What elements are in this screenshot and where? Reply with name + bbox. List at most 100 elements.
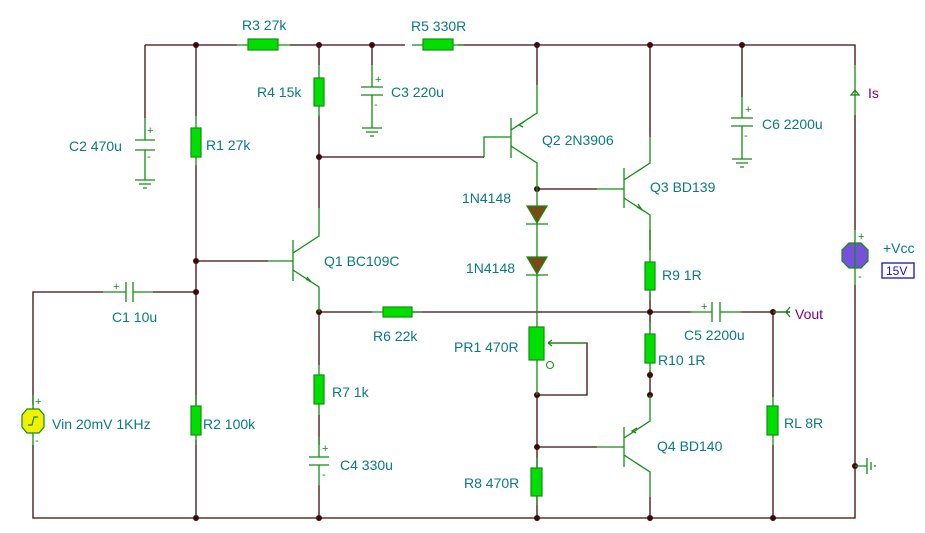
transistor-q3[interactable]: Q3 BD139	[597, 137, 716, 250]
capacitor-c2[interactable]: + - C2 470u	[69, 118, 155, 189]
potentiometer-body	[528, 326, 545, 361]
plus-sign: +	[35, 396, 41, 408]
vin-label: Vin 20mV 1KHz	[52, 416, 151, 432]
junction-dot	[193, 42, 199, 48]
pr1-label: PR1 470R	[454, 339, 519, 355]
resistor-body	[644, 333, 656, 364]
resistor-body	[422, 38, 454, 51]
resistor-body	[382, 306, 413, 318]
plus-sign: +	[322, 443, 328, 455]
resistor-r6[interactable]: R6 22k	[372, 306, 422, 344]
capacitor-c5[interactable]: + C5 2200u	[684, 301, 745, 343]
q1-label: Q1 BC109C	[324, 253, 399, 269]
capacitor-c1[interactable]: + C1 10u	[103, 281, 157, 325]
top-rail-wire	[145, 44, 856, 65]
resistor-r1[interactable]: R1 27k	[190, 116, 251, 166]
current-probe-is[interactable]: Is	[849, 65, 879, 115]
wires	[32, 44, 856, 519]
resistor-body	[530, 467, 543, 497]
vcc-label: +Vcc	[883, 240, 915, 256]
resistor-r7[interactable]: R7 1k	[313, 365, 370, 415]
junction-dot	[316, 154, 322, 160]
vcc-value-box[interactable]	[881, 262, 915, 279]
transistor-q1[interactable]: Q1 BC109C	[268, 208, 399, 312]
minus-sign: -	[322, 469, 326, 481]
r3-label: R3 27k	[242, 17, 287, 33]
resistor-r10[interactable]: R10 1R	[644, 322, 705, 372]
resistor-rl[interactable]: RL 8R	[766, 397, 823, 445]
capacitor-c6[interactable]: + - C6 2200u	[731, 97, 823, 168]
junction-dot	[193, 289, 199, 295]
minus-sign: -	[744, 130, 748, 142]
emitter-arrow	[517, 121, 525, 128]
transistor-q4[interactable]: Q4 BD140	[597, 395, 723, 497]
c6-label: C6 2200u	[762, 116, 823, 132]
r6-label: R6 22k	[373, 328, 418, 344]
resistor-r8[interactable]: R8 470R	[464, 458, 543, 505]
ground-symbol	[855, 458, 876, 474]
c4-label: C4 330u	[340, 457, 393, 473]
r5-label: R5 330R	[411, 18, 466, 34]
junction-dot	[534, 515, 540, 521]
c1-label: C1 10u	[112, 309, 157, 325]
resistor-r3[interactable]: R3 27k	[237, 17, 290, 51]
junction-dot	[647, 372, 653, 378]
plus-sign: +	[113, 281, 119, 293]
minus-sign: -	[147, 151, 151, 163]
resistor-body	[313, 77, 325, 107]
capacitor-c4[interactable]: + - C4 330u	[309, 437, 393, 486]
junction-dot	[369, 42, 375, 48]
r7-label: R7 1k	[332, 384, 370, 400]
r1-label: R1 27k	[206, 137, 251, 153]
q4-label: Q4 BD140	[657, 438, 723, 454]
current-arrow-icon	[849, 88, 861, 96]
wiper-terminal	[546, 361, 554, 369]
junction-dot	[534, 42, 540, 48]
resistor-body	[644, 261, 656, 291]
emitter-arrow	[636, 203, 643, 211]
d1-label: 1N4148	[462, 190, 511, 206]
diode-d2[interactable]: 1N4148	[466, 240, 549, 312]
ground-icon	[855, 458, 876, 474]
transistor-q2[interactable]: Q2 2N3906	[483, 85, 614, 189]
emitter-arrow	[305, 276, 312, 283]
vcc-value: 15V	[886, 264, 907, 278]
junction-dot	[193, 258, 199, 264]
junction-dot	[770, 515, 776, 521]
rl-label: RL 8R	[784, 415, 823, 431]
resistor-r2[interactable]: R2 100k	[190, 395, 256, 445]
junction-dot	[193, 515, 199, 521]
plus-sign: +	[375, 74, 381, 86]
probe-marker-icon	[785, 306, 791, 318]
vout-label: Vout	[795, 306, 823, 322]
resistor-r9[interactable]: R9 1R	[644, 250, 702, 300]
plus-sign: +	[147, 125, 153, 137]
diode-body	[525, 205, 549, 225]
d2-label: 1N4148	[466, 260, 515, 276]
r10-label: R10 1R	[658, 352, 705, 368]
potentiometer-pr1[interactable]: PR1 470R	[454, 312, 587, 395]
vin-source[interactable]: + - Vin 20mV 1KHz	[21, 395, 151, 447]
vcc-source[interactable]: + - +Vcc 15V	[841, 230, 915, 285]
diode-d1[interactable]: 1N4148	[462, 189, 549, 240]
c3-label: C3 220u	[391, 84, 444, 100]
resistor-body	[313, 374, 325, 405]
emitter-arrow	[630, 427, 638, 434]
voltage-probe-vout[interactable]: Vout	[773, 306, 823, 322]
resistor-r5[interactable]: R5 330R	[411, 18, 466, 51]
resistor-r4[interactable]: R4 15k	[257, 65, 325, 117]
is-label: Is	[868, 85, 879, 101]
junctions	[193, 42, 858, 521]
plus-sign: +	[745, 104, 751, 116]
r8-label: R8 470R	[464, 475, 519, 491]
junction-dot	[647, 515, 653, 521]
resistor-body	[190, 127, 202, 158]
capacitor-c3[interactable]: + - C3 220u	[361, 65, 444, 137]
q2-label: Q2 2N3906	[542, 132, 614, 148]
junction-dot	[647, 309, 653, 315]
junction-dot	[316, 42, 322, 48]
r4-label: R4 15k	[257, 84, 302, 100]
minus-sign: -	[35, 435, 39, 447]
wiper-arrow	[547, 339, 587, 347]
minus-sign: -	[858, 271, 862, 283]
